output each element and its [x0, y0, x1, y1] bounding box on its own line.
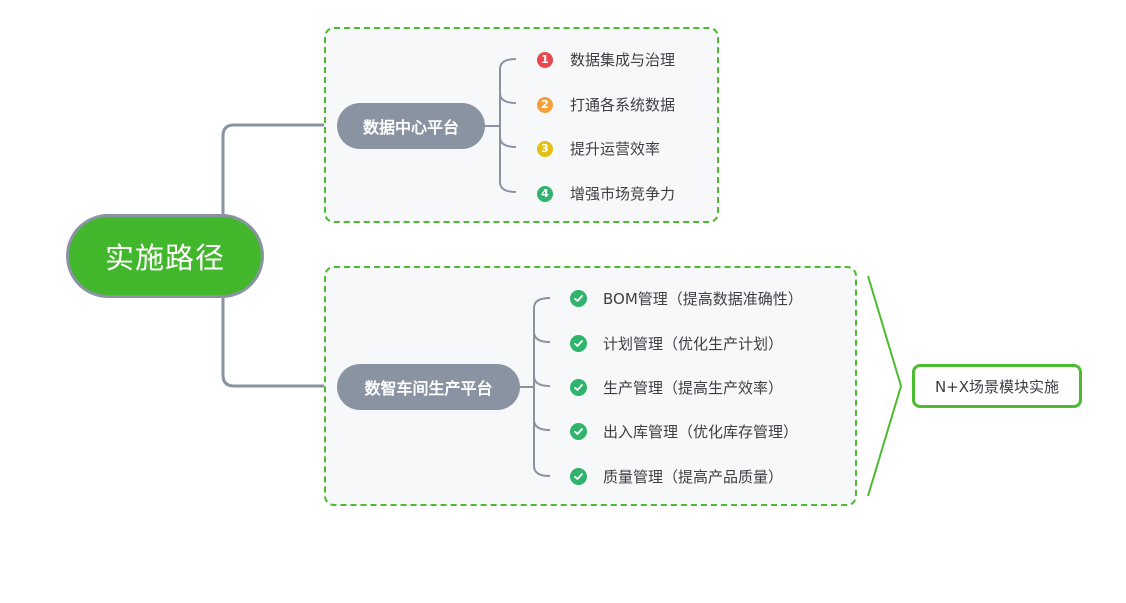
workshop-item[interactable]: 质量管理（提高产品质量）	[570, 466, 783, 487]
item-label: 提升运营效率	[570, 140, 661, 158]
summary-label: N+X场景模块实施	[934, 377, 1060, 396]
workshop-node[interactable]: 数智车间生产平台	[337, 364, 520, 410]
summary-brace	[867, 275, 903, 497]
number-2-icon: 2	[537, 96, 553, 113]
workshop-item[interactable]: BOM管理（提高数据准确性）	[570, 288, 803, 309]
number-3-icon: 3	[537, 140, 553, 157]
check-circle-icon	[570, 379, 587, 396]
number-1-icon: 1	[537, 51, 553, 68]
item-label: 生产管理（提高生产效率）	[603, 379, 784, 397]
data-center-label: 数据中心平台	[362, 118, 459, 137]
data-center-item[interactable]: 3 提升运营效率	[537, 138, 660, 159]
data-center-item[interactable]: 2 打通各系统数据	[537, 94, 675, 115]
root-to-workshop-line	[221, 296, 338, 388]
root-node[interactable]: 实施路径	[66, 214, 264, 298]
summary-node[interactable]: N+X场景模块实施	[912, 364, 1082, 408]
workshop-label: 数智车间生产平台	[364, 379, 493, 398]
check-circle-icon	[570, 468, 587, 485]
workshop-item[interactable]: 生产管理（提高生产效率）	[570, 377, 783, 398]
item-label: BOM管理（提高数据准确性）	[603, 290, 803, 308]
data-center-node[interactable]: 数据中心平台	[337, 103, 485, 149]
workshop-item[interactable]: 计划管理（优化生产计划）	[570, 333, 783, 354]
item-label: 数据集成与治理	[570, 51, 676, 69]
check-circle-icon	[570, 423, 587, 440]
item-label: 打通各系统数据	[570, 96, 676, 114]
data-center-item[interactable]: 4 增强市场竞争力	[537, 183, 675, 204]
number-4-icon: 4	[537, 185, 553, 202]
check-circle-icon	[570, 335, 587, 352]
item-label: 增强市场竞争力	[570, 185, 676, 203]
root-label: 实施路径	[104, 241, 225, 275]
item-label: 计划管理（优化生产计划）	[603, 335, 784, 353]
root-to-data-center-line	[221, 123, 338, 216]
item-label: 出入库管理（优化库存管理）	[603, 423, 799, 441]
workshop-item[interactable]: 出入库管理（优化库存管理）	[570, 421, 798, 442]
data-center-item[interactable]: 1 数据集成与治理	[537, 49, 675, 70]
check-circle-icon	[570, 290, 587, 307]
item-label: 质量管理（提高产品质量）	[603, 468, 784, 486]
